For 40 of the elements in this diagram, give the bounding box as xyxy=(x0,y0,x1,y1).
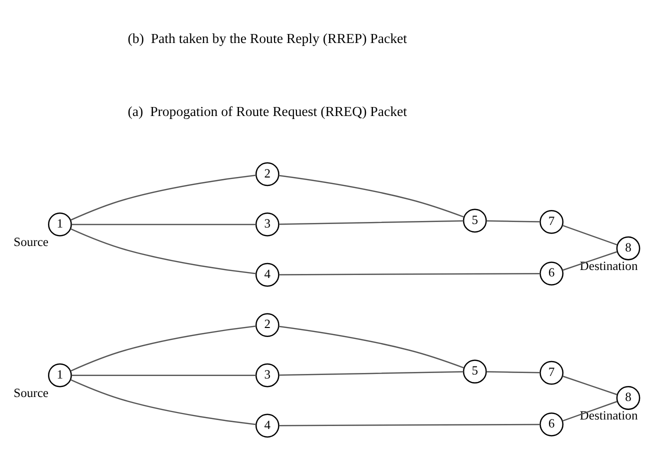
connector xyxy=(279,371,464,376)
node-circle: 2 xyxy=(255,162,280,186)
connector xyxy=(72,224,256,226)
label: (a) Propogation of Route Request (RREQ) Packet xyxy=(128,104,408,120)
node-circle: 7 xyxy=(540,210,564,234)
connector xyxy=(70,228,256,274)
label: (b) Path taken by the Route Reply (RREP) Packet xyxy=(128,31,408,46)
connector xyxy=(278,326,464,368)
node-label: Source xyxy=(14,234,48,249)
node-label: Destination xyxy=(580,258,638,273)
node-circle: 8 xyxy=(616,236,640,260)
node-circle: 1 xyxy=(48,212,72,236)
node-label: Destination xyxy=(580,408,638,422)
node-circle: 1 xyxy=(48,363,72,388)
connector xyxy=(72,374,256,376)
node-circle: 4 xyxy=(255,414,280,438)
connector xyxy=(562,224,618,246)
connector xyxy=(562,376,618,396)
connector xyxy=(70,379,256,426)
node-circle: 3 xyxy=(255,363,280,388)
node-circle: 5 xyxy=(462,208,487,233)
connector xyxy=(486,371,540,374)
node-circle: 8 xyxy=(616,386,640,410)
connector xyxy=(279,220,464,225)
node-circle: 7 xyxy=(540,360,564,385)
connector xyxy=(279,424,540,426)
connector xyxy=(70,326,256,372)
node-label: Source xyxy=(14,386,48,400)
connector xyxy=(278,174,464,218)
connector xyxy=(562,251,618,271)
node-circle: 5 xyxy=(462,360,487,384)
connector xyxy=(486,220,540,222)
node-circle: 3 xyxy=(255,212,280,236)
node-circle: 4 xyxy=(255,262,280,287)
node-circle: 6 xyxy=(540,412,564,436)
node-circle: 6 xyxy=(540,262,564,286)
connector xyxy=(279,272,540,276)
connector xyxy=(70,174,256,221)
node-circle: 2 xyxy=(255,313,280,338)
connector xyxy=(562,400,618,422)
